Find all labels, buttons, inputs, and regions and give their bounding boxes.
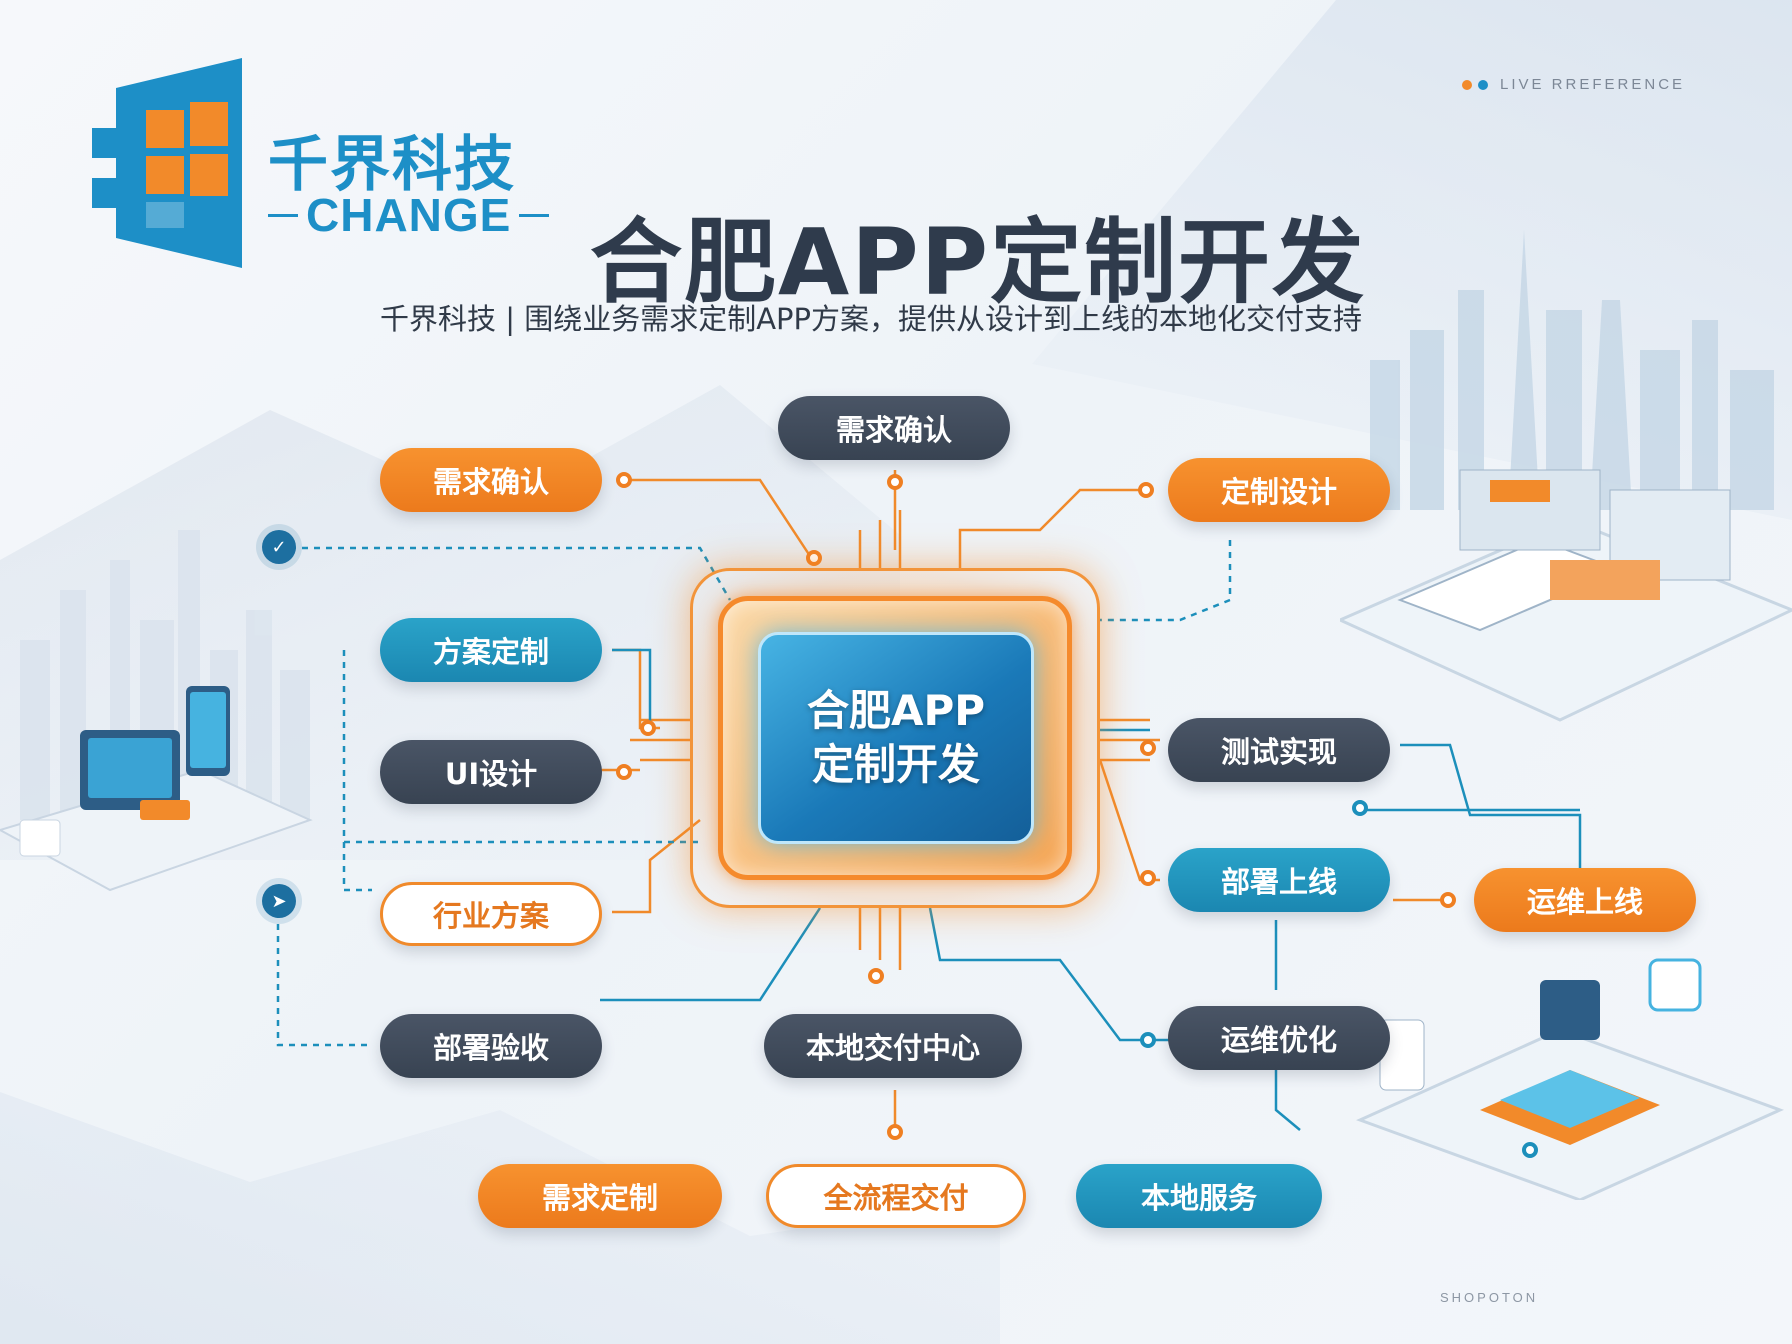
bottom-tag-2: 全流程交付 — [766, 1164, 1026, 1228]
node-left-4: 行业方案 — [380, 882, 602, 946]
node-right-4: 运维优化 — [1168, 1006, 1390, 1070]
connector-node — [887, 474, 903, 490]
connector-node — [1440, 892, 1456, 908]
city-skyline-right-icon — [1340, 230, 1792, 722]
connector-node — [1138, 482, 1154, 498]
connector-node — [806, 550, 822, 566]
node-right-far: 运维上线 — [1474, 868, 1696, 932]
connector-node — [868, 968, 884, 984]
device-platform-icon — [1356, 958, 1784, 1200]
dot-icon — [1462, 79, 1472, 90]
brand-name-en-row: CHANGE — [268, 188, 550, 242]
bottom-tag-1: 需求定制 — [478, 1164, 722, 1228]
corner-label: LIVE RREFERENCE — [1462, 76, 1685, 93]
brand-logo: 千界科技 CHANGE — [92, 58, 562, 268]
check-icon: ✓ — [262, 530, 296, 564]
connector-node — [887, 1124, 903, 1140]
node-right-1: 定制设计 — [1168, 458, 1390, 522]
node-bottom-center: 本地交付中心 — [764, 1014, 1022, 1078]
node-right-2: 测试实现 — [1168, 718, 1390, 782]
footer-note: SHOPOTON — [1440, 1290, 1539, 1305]
connector-node — [640, 720, 656, 736]
page-title: 合肥APP定制开发 — [590, 209, 1367, 316]
city-skyline-left-icon — [0, 530, 313, 892]
center-chip-line1: 合肥APP — [806, 686, 986, 735]
connector-node — [1140, 1032, 1156, 1048]
connector-node — [1522, 1142, 1538, 1158]
page-subtitle: 千界科技 | 围绕业务需求定制APP方案，提供从设计到上线的本地化交付支持 — [380, 302, 1363, 336]
divider — [519, 213, 550, 217]
node-left-2: 方案定制 — [380, 618, 602, 682]
node-left-1: 需求确认 — [380, 448, 602, 512]
center-chip-line2: 定制开发 — [811, 740, 980, 789]
bottom-tag-3: 本地服务 — [1076, 1164, 1322, 1228]
connector-node — [616, 764, 632, 780]
arrow-icon: ➤ — [262, 884, 296, 918]
brand-name-cn: 千界科技 — [268, 130, 516, 200]
connector-node — [1140, 870, 1156, 886]
node-top-center: 需求确认 — [778, 396, 1010, 460]
brand-name-en: CHANGE — [306, 189, 512, 241]
logo-mark-icon — [92, 58, 242, 268]
corner-label-text: LIVE RREFERENCE — [1500, 76, 1686, 93]
connector-node — [616, 472, 632, 488]
dot-icon — [1478, 79, 1488, 90]
node-left-3: UI设计 — [380, 740, 602, 804]
node-right-3: 部署上线 — [1168, 848, 1390, 912]
connector-node — [1140, 740, 1156, 756]
center-chip: 合肥APP 定制开发 — [758, 632, 1034, 844]
divider — [268, 213, 298, 217]
connector-node — [1352, 800, 1368, 816]
node-left-5: 部署验收 — [380, 1014, 602, 1078]
